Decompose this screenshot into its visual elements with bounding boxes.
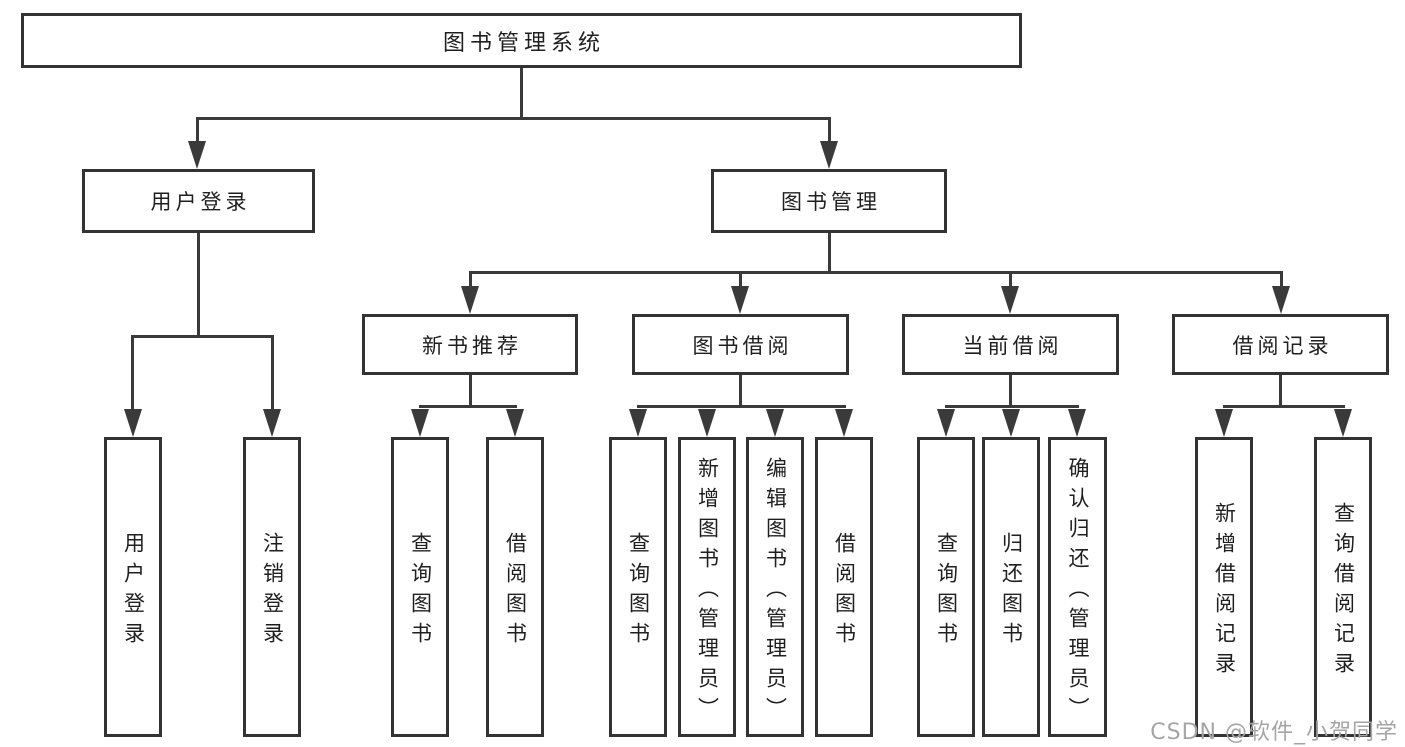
leaf-return-books: 归还图书: [982, 437, 1040, 737]
connector-mgmt-drop: [1280, 271, 1283, 289]
node-label: 当前借阅: [962, 333, 1063, 358]
leaf-label: 查询借阅记录: [1331, 501, 1356, 682]
connector-mgmt-drop: [739, 271, 742, 289]
node-user-login: 用户登录: [82, 169, 315, 233]
leaf-label: 查询图书: [934, 531, 959, 652]
connector-mgmt-stub: [828, 233, 831, 273]
arrowhead-down-icon: [1334, 409, 1352, 437]
arrowhead-down-icon: [731, 286, 749, 314]
arrowhead-down-icon: [629, 409, 647, 437]
node-label: 借阅记录: [1232, 333, 1333, 358]
leaf-label: 用户登录: [121, 531, 146, 652]
arrowhead-down-icon: [506, 409, 524, 437]
arrowhead-down-icon: [1001, 286, 1019, 314]
leaf-label: 新增图书（管理员）: [695, 456, 720, 727]
connector-root-stub: [520, 68, 523, 117]
leaf-user-login: 用户登录: [104, 437, 162, 737]
leaf-edit-book-admin: 编辑图书（管理员）: [746, 437, 804, 737]
arrowhead-down-icon: [820, 141, 838, 169]
arrowhead-down-icon: [188, 141, 206, 169]
leaf-label: 借阅图书: [503, 531, 528, 652]
arrowhead-down-icon: [1272, 286, 1290, 314]
leaf-label: 归还图书: [999, 531, 1024, 652]
leaf-add-borrow-record: 新增借阅记录: [1195, 437, 1253, 737]
connector-root-drop-left: [196, 117, 199, 145]
node-label: 图书管理: [781, 190, 881, 214]
arrowhead-down-icon: [411, 409, 429, 437]
node-label: 新书推荐: [422, 333, 522, 358]
connector-login-bar: [131, 335, 274, 338]
leaf-label: 新增借阅记录: [1212, 501, 1237, 682]
node-current-borrowing: 当前借阅: [902, 314, 1119, 375]
leaf-label: 借阅图书: [832, 531, 857, 652]
connector-newbook-bar: [419, 405, 517, 408]
node-book-management: 图书管理: [711, 169, 947, 233]
node-book-borrowing: 图书借阅: [632, 314, 849, 375]
leaf-label: 注销登录: [260, 531, 285, 652]
connector-login-stub: [197, 233, 200, 337]
arrowhead-down-icon: [1002, 409, 1020, 437]
leaf-label: 查询图书: [408, 531, 433, 652]
connector-mgmt-drop: [1009, 271, 1012, 289]
connector-current-bar: [945, 405, 1079, 408]
connector-records-bar: [1223, 405, 1345, 408]
connector-login-drop-right: [271, 335, 274, 411]
connector-records-stub: [1279, 375, 1282, 407]
arrowhead-down-icon: [263, 409, 281, 437]
node-label: 图书管理系统: [442, 30, 605, 56]
node-label: 用户登录: [150, 190, 251, 214]
arrowhead-down-icon: [766, 409, 784, 437]
leaf-label: 确认归还（管理员）: [1066, 456, 1090, 727]
node-label: 图书借阅: [692, 333, 793, 358]
leaf-query-books-current: 查询图书: [917, 437, 975, 737]
arrowhead-down-icon: [1215, 409, 1233, 437]
node-new-book-recommendation: 新书推荐: [362, 314, 578, 375]
leaf-label: 查询图书: [626, 531, 651, 652]
connector-borrow-bar: [637, 405, 846, 408]
leaf-query-books-newbook: 查询图书: [391, 437, 449, 737]
connector-newbook-stub: [469, 375, 472, 407]
leaf-borrow-books-borrow: 借阅图书: [815, 437, 873, 737]
node-library-management-system: 图书管理系统: [21, 13, 1022, 68]
leaf-add-book-admin: 新增图书（管理员）: [678, 437, 736, 737]
arrowhead-down-icon: [835, 409, 853, 437]
leaf-query-books-borrow: 查询图书: [609, 437, 667, 737]
arrowhead-down-icon: [124, 409, 142, 437]
connector-login-drop-left: [131, 335, 134, 411]
leaf-label: 编辑图书（管理员）: [763, 456, 788, 727]
arrowhead-down-icon: [698, 409, 716, 437]
arrowhead-down-icon: [937, 409, 955, 437]
connector-mgmt-bar: [469, 271, 1283, 274]
leaf-query-borrow-record: 查询借阅记录: [1314, 437, 1372, 737]
node-borrowing-records: 借阅记录: [1172, 314, 1389, 375]
connector-borrow-stub: [739, 375, 742, 407]
arrowhead-down-icon: [461, 286, 479, 314]
connector-current-stub: [1009, 375, 1012, 407]
arrowhead-down-icon: [1068, 409, 1086, 437]
watermark: CSDN @软件_小贺同学: [1150, 720, 1398, 745]
connector-root-drop-right: [828, 117, 831, 145]
connector-root-bar: [196, 117, 831, 120]
leaf-confirm-return-admin: 确认归还（管理员）: [1048, 437, 1107, 737]
leaf-logout: 注销登录: [243, 437, 301, 737]
leaf-borrow-books-newbook: 借阅图书: [486, 437, 544, 737]
connector-mgmt-drop: [469, 271, 472, 289]
